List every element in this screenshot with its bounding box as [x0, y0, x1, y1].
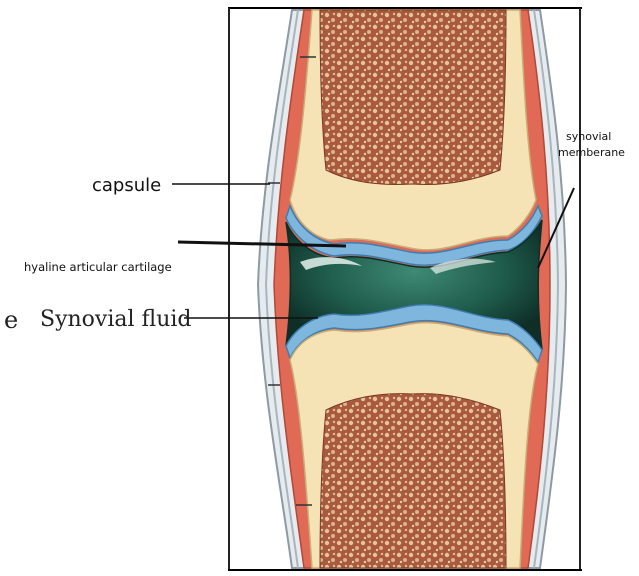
edge-text-fragment: e	[4, 306, 18, 334]
synovial-membrane-label-line2: memberane	[558, 146, 625, 159]
synovial-membrane-label-line1: synovial	[566, 130, 611, 143]
cartilage-label: hyaline articular cartilage	[24, 260, 172, 274]
upper-spongy-bone	[320, 10, 506, 184]
lower-spongy-bone	[320, 394, 506, 568]
synovial-fluid-label: Synovial fluid	[40, 307, 192, 332]
capsule-label: capsule	[92, 175, 161, 196]
